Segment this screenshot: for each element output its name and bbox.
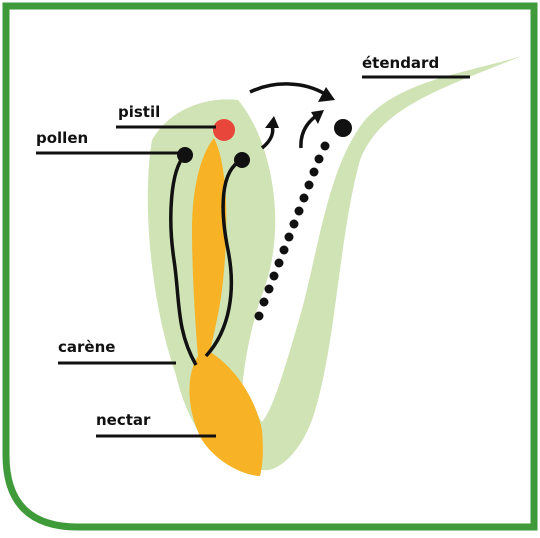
pollen-grain-released (334, 119, 352, 137)
pistil-tip (213, 119, 235, 141)
pollen-grain-right (234, 152, 250, 168)
label-pollen: pollen (36, 129, 88, 147)
label-etendard: étendard (362, 54, 439, 72)
label-nectar: nectar (96, 411, 151, 429)
motion-arrows (250, 84, 335, 148)
label-carene: carène (58, 338, 115, 356)
label-pistil: pistil (118, 103, 160, 121)
pollen-grain-left (177, 147, 193, 163)
